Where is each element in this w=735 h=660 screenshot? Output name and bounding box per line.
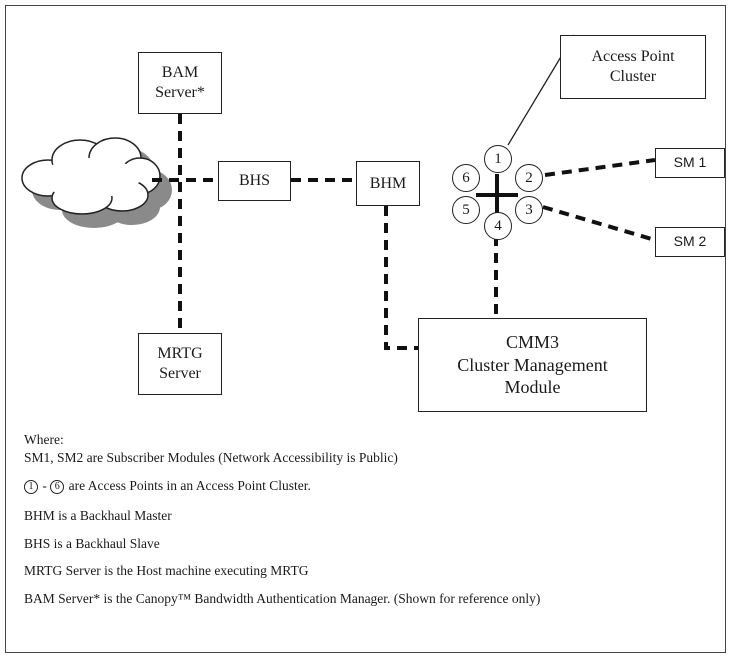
legend-sm: SM1, SM2 are Subscriber Modules (Network…	[24, 450, 398, 465]
bam-server-box: BAM Server*	[138, 52, 222, 114]
link-bhm-cmm3	[384, 206, 418, 350]
legend-mrtg: MRTG Server is the Host machine executin…	[24, 563, 309, 578]
ap-first-symbol: 1	[24, 479, 38, 494]
cloud-icon	[21, 137, 161, 215]
access-point-4: 4	[484, 212, 512, 240]
cmm3-box: CMM3 Cluster Management Module	[418, 318, 647, 412]
sm1-box: SM 1	[655, 148, 725, 178]
access-point-cluster-box: Access Point Cluster	[560, 35, 706, 99]
cluster-hub	[476, 174, 518, 216]
ap-description: are Access Points in an Access Point Clu…	[68, 478, 311, 493]
bhm-box: BHM	[356, 161, 420, 206]
diagram-frame	[5, 5, 726, 653]
sm2-box: SM 2	[655, 227, 725, 257]
link-ap3-sm2	[542, 205, 656, 242]
legend-bhm: BHM is a Backhaul Master	[24, 508, 172, 523]
mrtg-server-box: MRTG Server	[138, 333, 222, 395]
legend-ap: 1 - 6 are Access Points in an Access Poi…	[24, 478, 311, 494]
legend-bhs: BHS is a Backhaul Slave	[24, 536, 160, 551]
legend-bam: BAM Server* is the Canopy™ Bandwidth Aut…	[24, 591, 541, 606]
ap-dash: -	[42, 478, 47, 493]
bhs-box: BHS	[218, 161, 291, 201]
access-point-5: 5	[452, 196, 480, 224]
access-point-1: 1	[484, 145, 512, 173]
access-point-2: 2	[515, 164, 543, 192]
access-point-6: 6	[452, 164, 480, 192]
ap-last-symbol: 6	[50, 479, 65, 494]
legend-where: Where:	[24, 432, 64, 447]
access-point-3: 3	[515, 196, 543, 224]
link-ap2-sm1	[544, 158, 656, 177]
